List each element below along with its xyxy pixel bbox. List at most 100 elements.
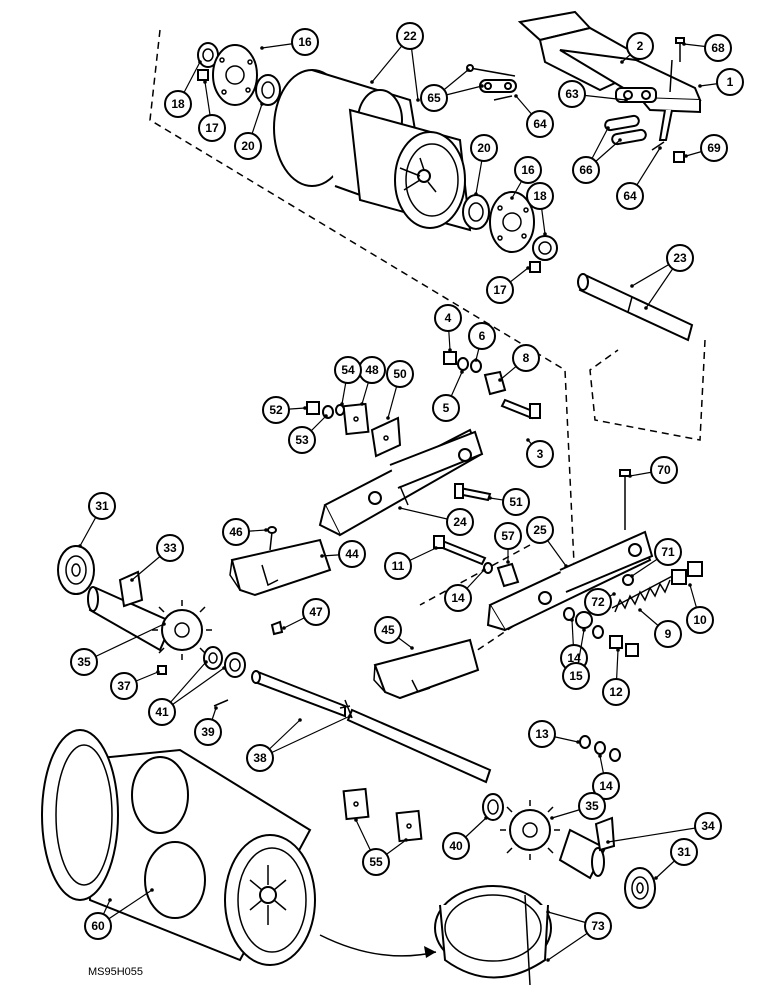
leader-tip — [203, 80, 207, 84]
callout-14: 14 — [444, 568, 486, 612]
spring-rod-9 — [611, 571, 681, 613]
leader-tip — [204, 660, 208, 664]
callout-60: 60 — [84, 888, 154, 940]
bolt-68 — [675, 37, 685, 62]
callout-number: 40 — [449, 839, 463, 853]
callout-number: 54 — [341, 363, 355, 377]
leader-tip — [484, 816, 488, 820]
callout-number: 31 — [95, 499, 109, 513]
callout-64: 64 — [514, 94, 554, 138]
drum-60 — [41, 729, 316, 966]
callout-64: 64 — [616, 146, 662, 210]
callout-bubble — [526, 516, 554, 544]
washers-13-14 — [579, 735, 621, 762]
bolt-70 — [619, 469, 631, 530]
callout-number: 14 — [451, 591, 465, 605]
callout-number: 39 — [201, 725, 215, 739]
leader-tip — [550, 816, 554, 820]
callout-bubble — [584, 912, 612, 940]
callout-45: 45 — [374, 616, 414, 650]
callout-number: 38 — [253, 751, 267, 765]
nut-47 — [270, 620, 284, 636]
leader-tip — [506, 560, 510, 564]
nut-52 — [306, 401, 320, 415]
callout-40: 40 — [442, 816, 488, 860]
callout-3: 3 — [526, 438, 554, 468]
callout-bubble — [502, 488, 530, 516]
leader-tip — [460, 370, 464, 374]
callout-number: 73 — [591, 919, 605, 933]
callout-bubble — [494, 522, 522, 550]
callout-number: 64 — [623, 189, 637, 203]
guard-plate-45 — [373, 638, 480, 700]
callout-54: 54 — [334, 356, 362, 406]
callout-bubble — [654, 620, 682, 648]
reference-arrowhead — [424, 946, 436, 958]
leader-tip — [638, 608, 642, 612]
hub-34 — [558, 816, 616, 880]
leader-tip — [546, 910, 550, 914]
bolt-51 — [454, 483, 492, 502]
bearing-31-right — [624, 867, 656, 909]
callout-2: 2 — [620, 32, 654, 64]
callout-bubble — [558, 80, 586, 108]
washer-40 — [482, 793, 504, 821]
callout-number: 6 — [479, 329, 486, 343]
callout-1: 1 — [698, 68, 744, 96]
connecting-link-66 — [604, 114, 665, 151]
callout-37: 37 — [110, 670, 160, 700]
callout-47: 47 — [282, 598, 330, 630]
leader-tip — [360, 402, 364, 406]
callout-bubble — [246, 744, 274, 772]
leader-tip — [370, 80, 374, 84]
callout-number: 64 — [533, 117, 547, 131]
leader-tip — [416, 98, 420, 102]
leader-tip — [682, 42, 686, 46]
nut-69 — [673, 151, 685, 163]
callout-bubble — [88, 492, 116, 520]
leader-tip — [630, 284, 634, 288]
leader-tip — [570, 618, 574, 622]
bearing-31-left — [57, 545, 95, 595]
leader-tip — [404, 838, 408, 842]
callout-9: 9 — [638, 608, 682, 648]
leader-tip — [303, 406, 307, 410]
setscrew-37 — [157, 665, 167, 675]
callout-number: 12 — [609, 685, 623, 699]
callout-number: 65 — [427, 91, 441, 105]
leader-tip — [260, 46, 264, 50]
callout-17: 17 — [486, 266, 530, 304]
leader-tip — [582, 628, 586, 632]
arm-24 — [318, 428, 484, 537]
callout-53: 53 — [288, 414, 328, 454]
leader-tip — [78, 544, 82, 548]
leader-tip — [514, 94, 518, 98]
leader-tip — [616, 648, 620, 652]
callout-bubble — [700, 134, 728, 162]
callout-bubble — [446, 508, 474, 536]
washer-14-upper — [483, 562, 493, 574]
leader-tip — [564, 564, 568, 568]
callout-number: 72 — [591, 595, 605, 609]
callout-bubble — [526, 440, 554, 468]
leader-tip — [150, 888, 154, 892]
leader-tip — [480, 84, 484, 88]
callout-14: 14 — [592, 754, 620, 800]
drum-roller-22 — [273, 69, 472, 232]
callout-bubble — [234, 132, 262, 160]
leader-tip — [612, 592, 616, 596]
leader-tip — [654, 876, 658, 880]
callout-18: 18 — [526, 182, 554, 236]
spacers-14-15 — [563, 607, 604, 639]
bolt-3-hardware — [443, 351, 541, 420]
leader-tip — [398, 506, 402, 510]
callout-number: 25 — [533, 523, 547, 537]
callout-bubble — [84, 912, 112, 940]
connecting-link-65 — [466, 64, 517, 101]
callout-bubble — [528, 720, 556, 748]
leader-tip — [260, 102, 264, 106]
leader-tip — [543, 232, 547, 236]
callout-bubble — [686, 606, 714, 634]
callout-bubble — [578, 792, 606, 820]
